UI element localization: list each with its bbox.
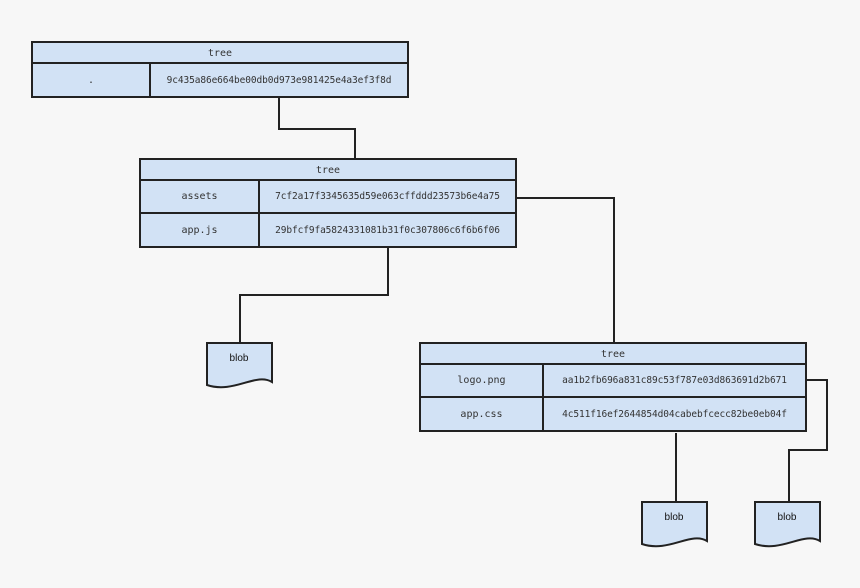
- entry-hash: 4c511f16ef2644854d04cabebfcecc82be0eb04f: [562, 408, 787, 420]
- document-shape-icon: [641, 501, 708, 548]
- blob-label: blob: [229, 353, 249, 364]
- entry-hash: 7cf2a17f3345635d59e063cffddd23573b6e4a75: [275, 191, 500, 202]
- blob-appjs: blob: [206, 342, 274, 390]
- tree-root-header: tree: [33, 43, 407, 64]
- entry-hash: 29bfcf9fa5824331081b31f0c307806c6f6b6f06: [275, 224, 500, 236]
- tree-row: app.css 4c511f16ef2644854d04cabebfcecc82…: [421, 398, 805, 430]
- entry-hash: aa1b2fb696a831c89c53f787e03d863691d2b671: [562, 375, 787, 386]
- entry-name: app.css: [421, 398, 544, 430]
- document-shape-icon: [206, 342, 273, 389]
- tree-row: assets 7cf2a17f3345635d59e063cffddd23573…: [141, 181, 515, 214]
- tree-assets: tree logo.png aa1b2fb696a831c89c53f787e0…: [419, 342, 807, 432]
- entry-hash: 9c435a86e664be00db0d973e981425e4a3ef3f8d: [166, 74, 392, 86]
- entry-name: assets: [141, 181, 260, 212]
- connector-appjs-to-blob: [239, 248, 389, 343]
- connector-logopng-to-blob: [788, 379, 828, 502]
- blob-label: blob: [777, 512, 797, 523]
- tree-root: tree . 9c435a86e664be00db0d973e981425e4a…: [31, 41, 409, 98]
- connector-root-to-tree: [278, 98, 356, 159]
- entry-name: logo.png: [421, 365, 544, 396]
- document-shape-icon: [754, 501, 821, 548]
- tree-row: logo.png aa1b2fb696a831c89c53f787e03d863…: [421, 365, 805, 398]
- entry-name: app.js: [141, 214, 260, 246]
- tree-assets-header: tree: [421, 344, 805, 365]
- tree-mid-header: tree: [141, 160, 515, 181]
- blob-logopng: blob: [754, 501, 822, 549]
- blob-label: blob: [664, 512, 684, 523]
- connector-assets-to-tree: [516, 197, 615, 343]
- tree-row: . 9c435a86e664be00db0d973e981425e4a3ef3f…: [33, 64, 407, 96]
- entry-name: .: [33, 64, 151, 96]
- blob-appcss: blob: [641, 501, 709, 549]
- tree-mid: tree assets 7cf2a17f3345635d59e063cffddd…: [139, 158, 517, 248]
- tree-row: app.js 29bfcf9fa5824331081b31f0c307806c6…: [141, 214, 515, 246]
